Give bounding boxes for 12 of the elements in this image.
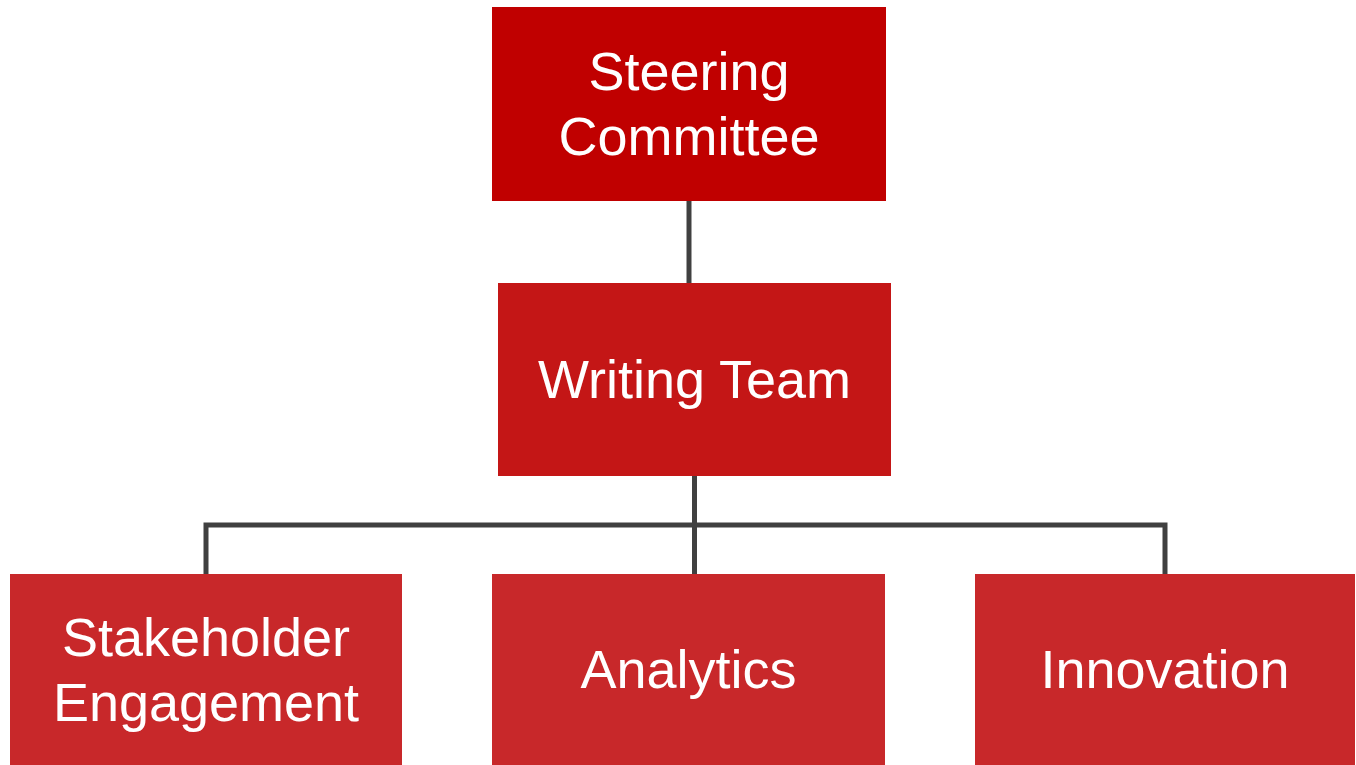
org-box	[975, 574, 1355, 765]
box-label: Stakeholder Engagement	[51, 605, 361, 734]
org-box	[10, 574, 402, 765]
box-label: Innovation	[1040, 638, 1290, 702]
box-label: Analytics	[580, 638, 797, 702]
org-box	[492, 7, 886, 201]
org-box	[492, 574, 885, 765]
org-box	[498, 283, 891, 476]
box-label: Writing Team	[537, 348, 852, 412]
connector-line	[692, 476, 1168, 574]
connector-line	[686, 201, 692, 283]
box-label: Steering Committee	[557, 40, 821, 168]
